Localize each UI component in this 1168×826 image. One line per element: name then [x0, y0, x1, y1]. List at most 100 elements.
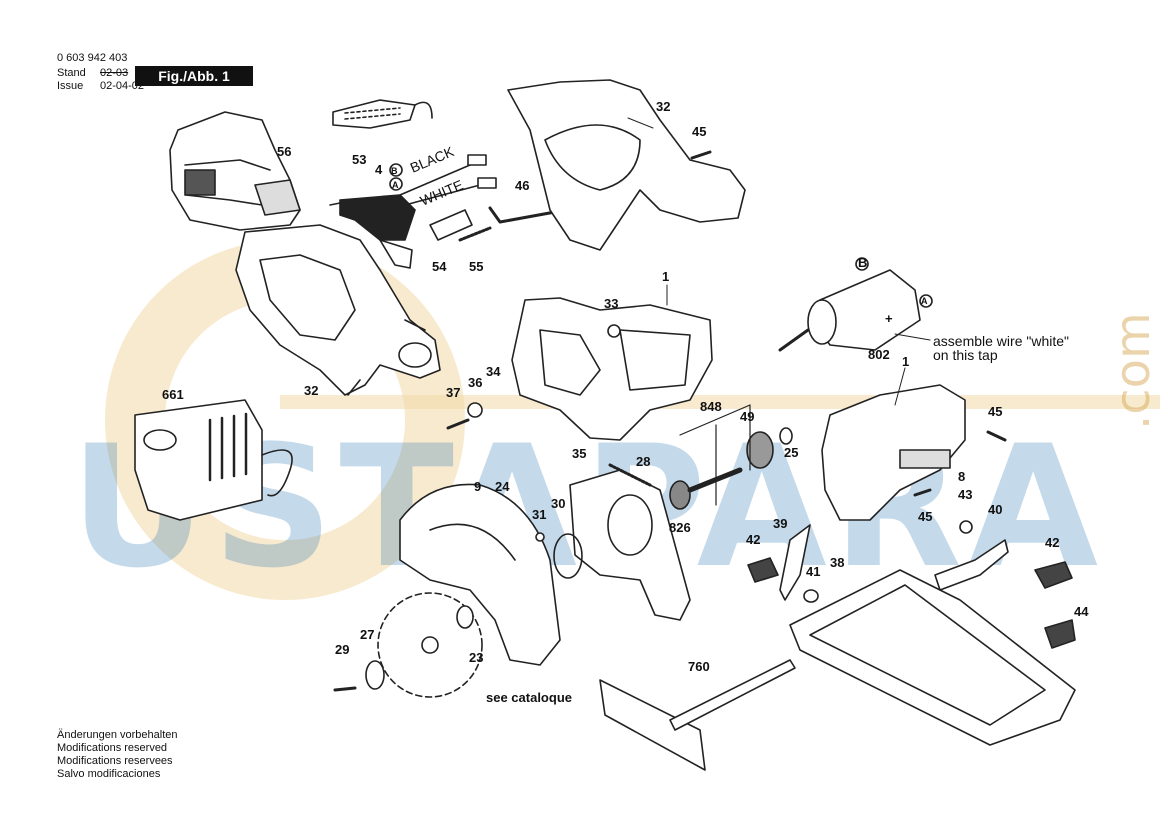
blade-guard-drawing [399, 483, 561, 666]
modifications-fr: Modifications reservees [57, 755, 173, 767]
part-label-802: 802 [868, 347, 890, 362]
grip-drawing [332, 99, 433, 129]
housing-right-drawing [507, 79, 746, 251]
stand-label: Stand [57, 67, 86, 79]
part-label-38: 38 [830, 555, 845, 570]
marker-b-circle [389, 163, 403, 177]
part-label-1-right: 1 [902, 354, 910, 369]
screw-37-drawing [446, 418, 470, 430]
marker-a-motor-circle [919, 294, 933, 308]
battery-pack-drawing [169, 111, 301, 231]
part-label-4: 4 [375, 162, 383, 177]
screw-43-drawing [959, 520, 973, 534]
part-label-23: 23 [469, 650, 484, 665]
motor-housing-drawing [511, 297, 713, 441]
marker-b-motor-circle [855, 257, 869, 271]
part-label-8: 8 [958, 469, 966, 484]
modifications-en: Modifications reserved [57, 742, 168, 754]
lever-drawing [779, 524, 811, 601]
part-label-55: 55 [469, 259, 484, 274]
flange-drawing [456, 605, 474, 629]
part-label-40: 40 [988, 502, 1003, 517]
modifications-es: Salvo modificaciones [57, 768, 161, 780]
part-label-36: 36 [468, 375, 483, 390]
screw-31-drawing [535, 532, 545, 542]
knob-front-drawing [1044, 619, 1076, 649]
screw-45-mid-drawing [986, 430, 1007, 442]
screw-45-top-drawing [690, 150, 712, 160]
part-label-31: 31 [532, 507, 547, 522]
part-label-54: 54 [432, 259, 447, 274]
screw-41-drawing [803, 589, 819, 603]
part-label-25: 25 [784, 445, 799, 460]
part-label-34: 34 [486, 364, 501, 379]
part-label-44: 44 [1074, 604, 1089, 619]
part-label-760: 760 [688, 659, 710, 674]
part-label-33: 33 [604, 296, 619, 311]
part-label-37: 37 [446, 385, 461, 400]
gear-assembly-drawing [669, 404, 793, 510]
part-number: 0 603 942 403 [57, 52, 128, 64]
part-label-46: 46 [515, 178, 530, 193]
stand-date: 02-03 [100, 67, 129, 79]
ring-drawing [553, 533, 583, 579]
part-label-848: 848 [700, 399, 722, 414]
part-label-27: 27 [360, 627, 375, 642]
part-label-9: 9 [474, 479, 482, 494]
part-label-56: 56 [277, 144, 292, 159]
wire-note-line1: assemble wire "white" [933, 333, 1069, 349]
marker-a-circle [389, 177, 403, 191]
part-label-49: 49 [740, 409, 755, 424]
part-label-42-right: 42 [1045, 535, 1060, 550]
spring-cylinder-drawing [429, 209, 492, 242]
part-label-661: 661 [162, 387, 184, 402]
screw-45-low-drawing [913, 488, 932, 497]
knob-right-drawing [1034, 561, 1073, 589]
issue-label: Issue [57, 80, 84, 92]
polarity-plus: + [885, 311, 893, 326]
wire-note-line2: on this tap [933, 347, 998, 363]
leader-lines [627, 117, 931, 406]
charger-drawing [134, 399, 293, 521]
housing-left-drawing [235, 224, 441, 396]
part-label-28: 28 [636, 454, 651, 469]
marker-b: B [391, 166, 398, 176]
base-plate-drawing [789, 569, 1076, 746]
part-label-45-mid: 45 [988, 404, 1003, 419]
washer-36-drawing [467, 402, 483, 418]
part-label-29: 29 [335, 642, 350, 657]
part-label-24: 24 [495, 479, 510, 494]
part-label-42-left: 42 [746, 532, 761, 547]
marker-a-motor: A [921, 296, 928, 306]
part-label-826: 826 [669, 520, 691, 535]
knob-left-drawing [747, 557, 779, 583]
gear-housing-drawing [821, 384, 966, 521]
motor-drawing [778, 269, 921, 352]
saw-blade-drawing [377, 592, 483, 698]
part-label-35: 35 [572, 446, 587, 461]
part-label-41: 41 [806, 564, 821, 579]
switch-drawing [329, 154, 497, 269]
bracket-drawing [934, 539, 1009, 591]
part-label-32-left: 32 [304, 383, 319, 398]
lower-guard-drawing [569, 469, 691, 621]
part-label-39: 39 [773, 516, 788, 531]
bolt-drawing [333, 686, 357, 692]
issue-date: 02-04-02 [100, 80, 145, 92]
washer-drawing [365, 660, 385, 690]
part-label-45-low: 45 [918, 509, 933, 524]
part-label-1-top: 1 [662, 269, 670, 284]
hex-key-drawing [488, 206, 557, 224]
part-label-32-top: 32 [656, 99, 671, 114]
marker-b-motor: B [858, 255, 868, 270]
part-label-45-top: 45 [692, 124, 707, 139]
figure-badge: Fig./Abb. 1 [135, 66, 253, 86]
marker-a: A [392, 180, 399, 190]
modifications-de: Änderungen vorbehalten [57, 729, 178, 741]
see-catalogue-note: see cataloque [486, 690, 572, 705]
part-label-30: 30 [551, 496, 566, 511]
part-label-43: 43 [958, 487, 973, 502]
spring-28-drawing [608, 463, 652, 487]
